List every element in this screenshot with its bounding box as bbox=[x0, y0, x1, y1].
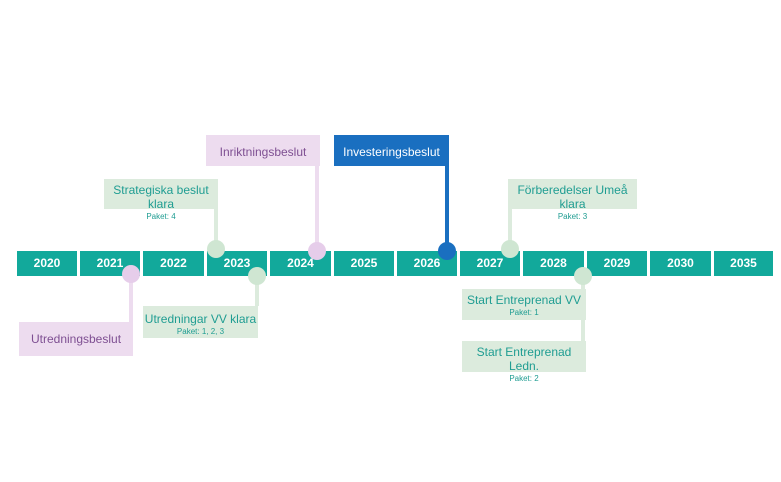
dot-start-entreprenad bbox=[574, 267, 592, 285]
event-investeringsbeslut: Investeringsbeslut bbox=[334, 135, 449, 166]
event-title: Investeringsbeslut bbox=[343, 145, 440, 159]
event-title: Start Entreprenad VV bbox=[466, 293, 582, 307]
event-paket: Paket: 1 bbox=[509, 308, 539, 317]
event-start-entreprenad-vv: Start Entreprenad VV Paket: 1 bbox=[462, 289, 586, 320]
event-title: Inriktningsbeslut bbox=[219, 145, 307, 159]
event-title: Start Entreprenad Ledn. bbox=[476, 345, 572, 373]
dot-utredningar-vv bbox=[248, 267, 266, 285]
dot-investeringsbeslut bbox=[438, 242, 456, 260]
event-inriktningsbeslut: Inriktningsbeslut bbox=[206, 135, 320, 166]
event-title: Utredningsbeslut bbox=[30, 332, 122, 346]
event-start-entreprenad-ledn: Start Entreprenad Ledn. Paket: 2 bbox=[462, 341, 586, 383]
event-forberedelser-umea: Förberedelser Umeå klara Paket: 3 bbox=[508, 179, 637, 221]
year-2024: 2024 bbox=[270, 251, 331, 276]
event-strategiska-beslut: Strategiska beslut klara Paket: 4 bbox=[104, 179, 218, 221]
event-title: Utredningar VV klara bbox=[144, 312, 257, 326]
event-utredningar-vv: Utredningar VV klara Paket: 1, 2, 3 bbox=[143, 306, 258, 338]
event-paket: Paket: 4 bbox=[146, 212, 176, 221]
event-title: Strategiska beslut klara bbox=[113, 183, 209, 211]
dot-inriktningsbeslut bbox=[308, 242, 326, 260]
dot-forberedelser bbox=[501, 240, 519, 258]
year-2030: 2030 bbox=[650, 251, 711, 276]
event-title: Förberedelser Umeå klara bbox=[517, 183, 628, 211]
year-2022: 2022 bbox=[143, 251, 204, 276]
year-2028: 2028 bbox=[523, 251, 584, 276]
event-paket: Paket: 1, 2, 3 bbox=[176, 327, 225, 336]
event-utredningsbeslut: Utredningsbeslut bbox=[19, 322, 133, 356]
event-paket: Paket: 3 bbox=[557, 212, 588, 221]
year-2035: 2035 bbox=[714, 251, 773, 276]
dot-utredningsbeslut bbox=[122, 265, 140, 283]
dot-strategiska bbox=[207, 240, 225, 258]
year-2029: 2029 bbox=[587, 251, 647, 276]
event-paket: Paket: 2 bbox=[509, 374, 539, 383]
year-2025: 2025 bbox=[334, 251, 394, 276]
year-2020: 2020 bbox=[17, 251, 77, 276]
